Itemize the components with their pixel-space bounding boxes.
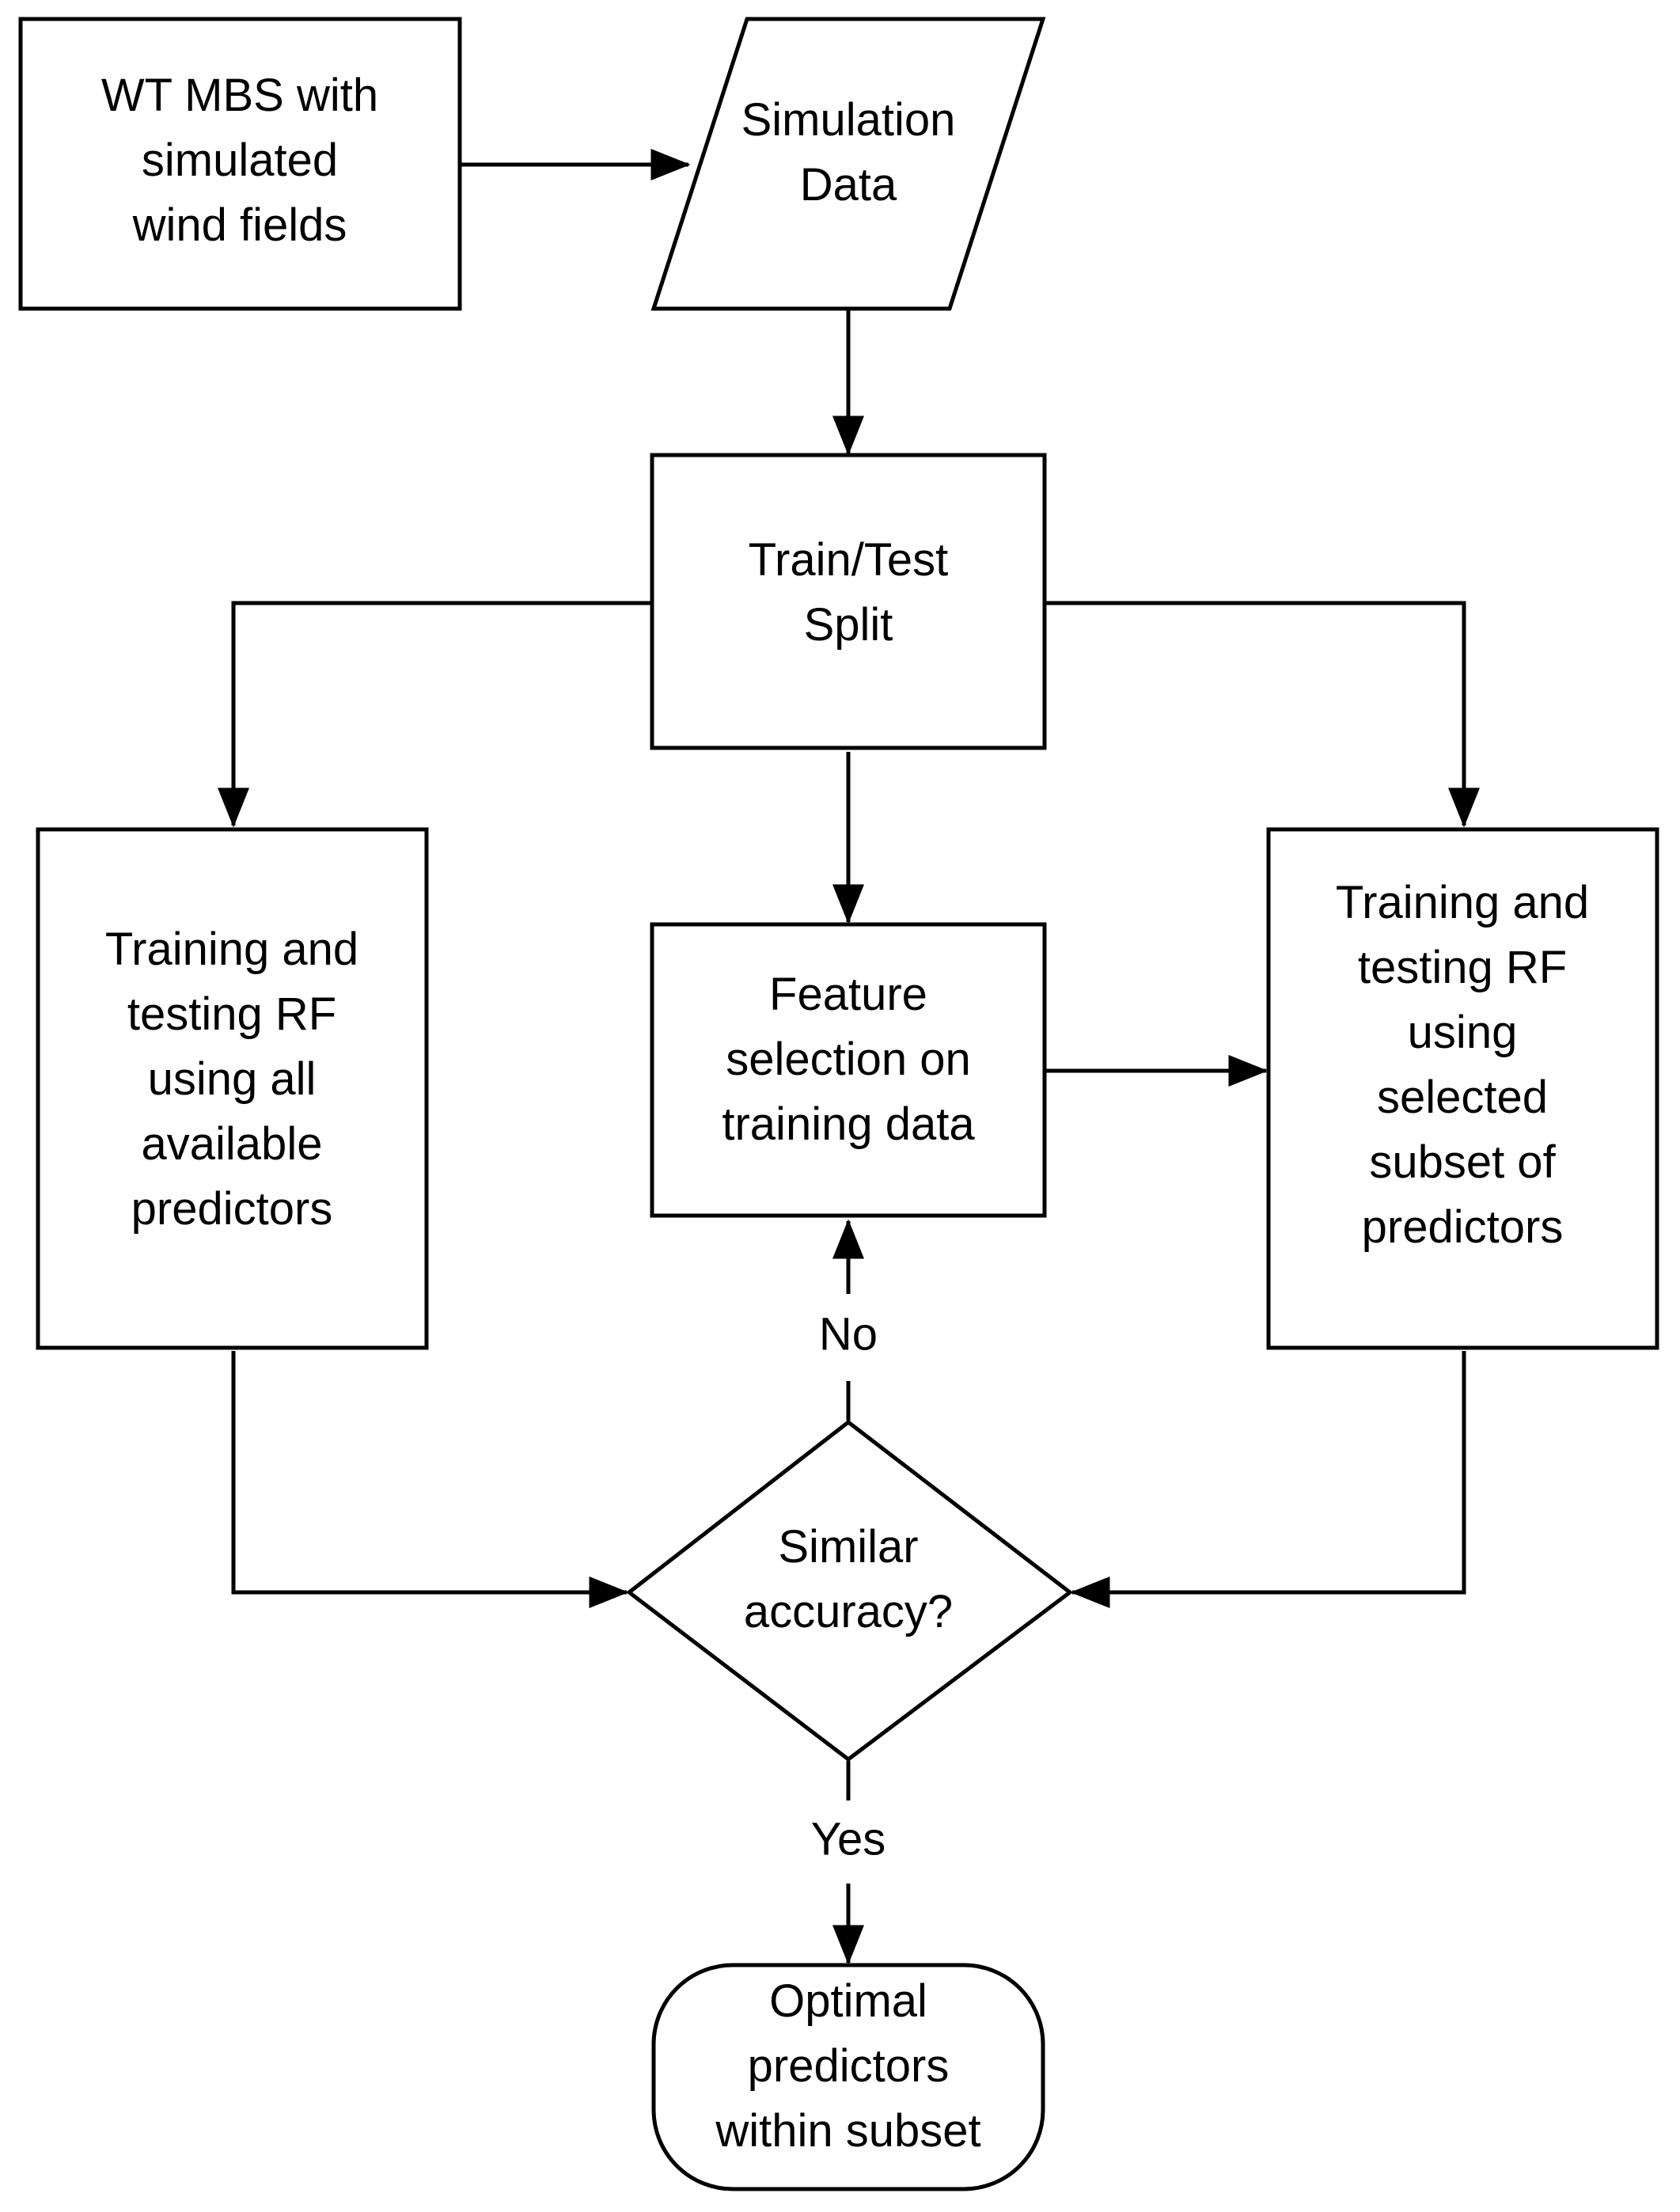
node-training-all-text: Training and testing RF using all available… [105, 924, 358, 1235]
node-label-line: Similar [778, 1521, 918, 1573]
node-label-line: WT MBS with [101, 70, 378, 121]
process-box [1266, 827, 1659, 1350]
node-label-line: Split [804, 599, 893, 651]
node-training-subset: Training and testing RF using selected subse… [1266, 827, 1659, 1350]
node-label-line: testing RF [1358, 942, 1567, 993]
node-label-line: Training and [105, 924, 358, 975]
process-box [650, 453, 1047, 750]
node-wt-mbs: WT MBS with simulated wind fields [18, 17, 462, 311]
node-similar-accuracy: Similar accuracy? [625, 1419, 1074, 1762]
edge-label-no: No [819, 1308, 878, 1360]
edges [218, 149, 1480, 1965]
node-label-line: predictors [131, 1183, 333, 1235]
node-wt-mbs-text: WT MBS with simulated wind fields [101, 70, 378, 251]
terminal-box [651, 1963, 1045, 2191]
node-label-line: Train/Test [749, 534, 948, 586]
edge-split-to-training-all [218, 601, 652, 828]
node-optimal-predictors: Optimal predictors within subset [651, 1963, 1045, 2191]
edge-split-to-training-subset [1046, 601, 1480, 828]
data-parallelogram [650, 17, 1046, 311]
node-label-line: accuracy? [744, 1586, 953, 1637]
node-label-line: within subset [715, 2105, 980, 2157]
node-label-line: predictors [1362, 1201, 1564, 1253]
edge-training-subset-to-decision [1070, 1351, 1466, 1608]
node-label-line: Training and [1336, 877, 1589, 928]
node-label-line: training data [722, 1098, 975, 1150]
node-label-line: available [142, 1118, 323, 1170]
node-label-line: Feature [769, 969, 927, 1020]
node-similar-accuracy-text: Similar accuracy? [744, 1521, 953, 1637]
node-label-line: testing RF [127, 988, 336, 1040]
node-label-line: selection on [726, 1034, 971, 1085]
node-label-line: subset of [1369, 1136, 1556, 1188]
process-box [650, 922, 1047, 1218]
node-label-line: selected [1377, 1072, 1548, 1123]
node-label-line: Simulation [741, 94, 956, 146]
node-label-line: simulated [142, 135, 338, 186]
process-box [36, 827, 429, 1350]
node-optimal-predictors-text: Optimal predictors within subset [715, 1975, 980, 2157]
node-feature-selection: Feature selection on training data [650, 922, 1047, 1218]
node-label-line: wind fields [132, 199, 347, 251]
node-training-all: Training and testing RF using all available… [36, 827, 429, 1350]
node-training-subset-text: Training and testing RF using selected subse… [1336, 877, 1589, 1253]
node-label-line: predictors [748, 2040, 950, 2092]
process-box [18, 17, 462, 311]
node-label-line: Data [800, 159, 897, 211]
edge-training-all-to-decision [231, 1351, 629, 1608]
node-label-line: Optimal [769, 1975, 927, 2027]
node-label-line: using all [148, 1053, 317, 1105]
decision-diamond [625, 1419, 1074, 1762]
edge-label-yes: Yes [811, 1813, 886, 1865]
node-label-line: using [1408, 1007, 1518, 1058]
node-feature-selection-text: Feature selection on training data [722, 969, 975, 1150]
